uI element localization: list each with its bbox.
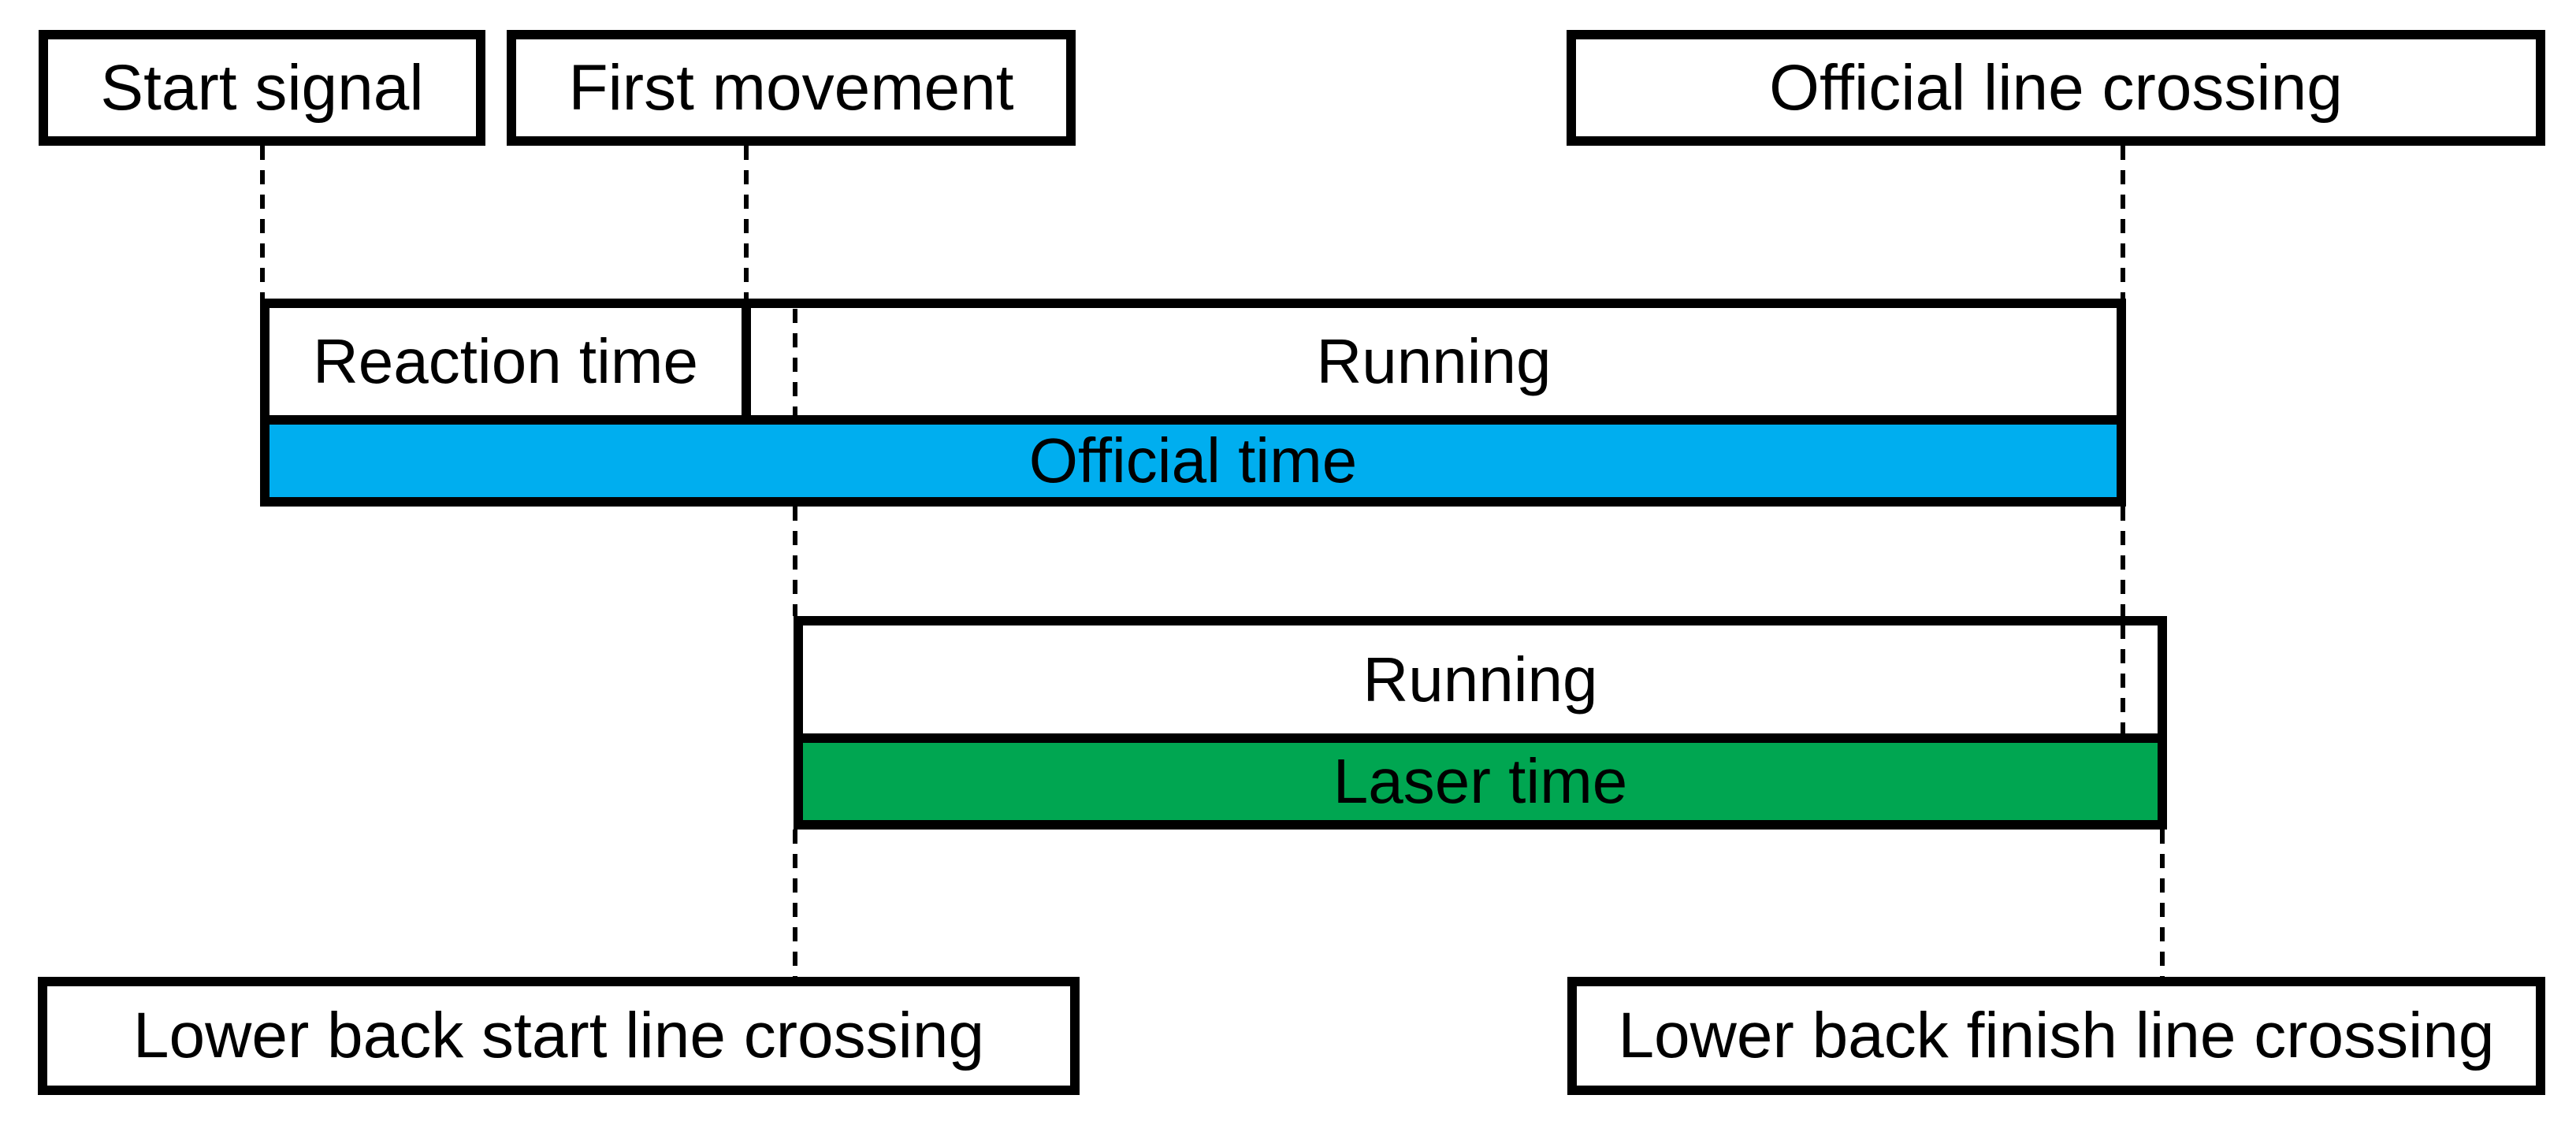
lower-back-finish-box: Lower back finish line crossing: [1567, 977, 2545, 1095]
lower-back-start-box: Lower back start line crossing: [38, 977, 1080, 1095]
running-laser-label: Running: [1362, 644, 1598, 715]
lower-back-start-connector-line-inside-official-bar: [793, 309, 797, 416]
official-line-crossing-box: Official line crossing: [1567, 30, 2545, 146]
laser-time-label: Laser time: [1333, 746, 1628, 816]
official-crossing-connector-line-inside-laser-bar: [2121, 625, 2125, 743]
laser-time-bar: Laser time: [803, 743, 2158, 820]
first-movement-label: First movement: [568, 51, 1014, 124]
official-line-crossing-label: Official line crossing: [1769, 51, 2343, 124]
laser-bar-divider: [803, 733, 2158, 743]
official-bar-divider: [269, 415, 2117, 425]
lower-back-finish-connector-line: [2160, 830, 2165, 977]
first-movement-divider-line: [742, 308, 751, 415]
lower-back-start-connector-line-lower: [793, 830, 797, 977]
running-segment-official: Running: [751, 308, 2117, 415]
running-official-label: Running: [1316, 326, 1552, 396]
laser-timeline-bar: Running Laser time: [794, 616, 2167, 830]
start-signal-label: Start signal: [100, 51, 424, 124]
official-crossing-connector-line-upper: [2121, 146, 2125, 299]
start-signal-box: Start signal: [39, 30, 485, 146]
reaction-time-segment: Reaction time: [269, 308, 742, 415]
lower-back-start-label: Lower back start line crossing: [132, 1000, 985, 1071]
laser-bar-top-row: Running: [803, 625, 2158, 733]
official-timeline-bar: Reaction time Running Official time: [260, 299, 2126, 507]
first-movement-box: First movement: [507, 30, 1076, 146]
official-bar-top-row: Reaction time Running: [269, 308, 2117, 415]
official-time-bar: Official time: [269, 425, 2117, 497]
first-movement-connector-line: [744, 146, 749, 299]
lower-back-finish-label: Lower back finish line crossing: [1618, 1000, 2495, 1071]
lower-back-start-connector-line-middle: [793, 507, 797, 616]
running-segment-laser: Running: [803, 625, 2158, 733]
official-time-label: Official time: [1028, 425, 1358, 496]
start-signal-connector-line: [260, 146, 265, 299]
official-crossing-connector-line-middle: [2121, 507, 2125, 616]
reaction-time-label: Reaction time: [312, 326, 699, 396]
